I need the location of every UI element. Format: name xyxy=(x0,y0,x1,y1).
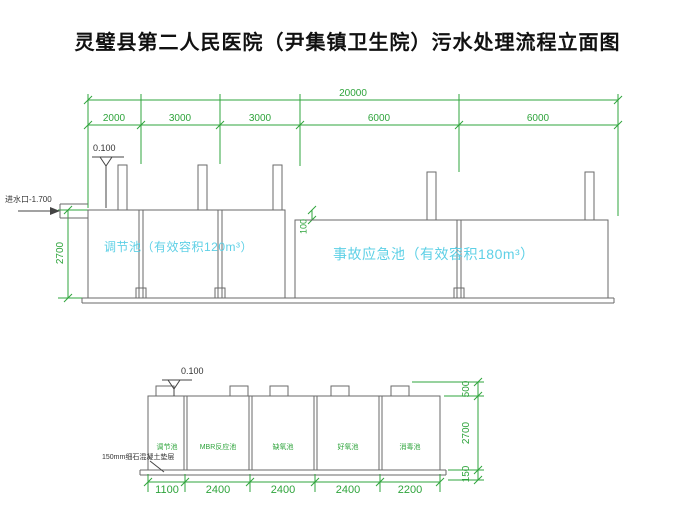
vent-stack xyxy=(426,171,437,221)
vent-stack xyxy=(197,164,208,211)
inlet-arrow-icon xyxy=(50,207,60,215)
vent-stack xyxy=(117,164,128,211)
top-dimension-lines xyxy=(58,94,623,303)
equipment-outline xyxy=(147,395,441,471)
bottom-annotations xyxy=(149,379,192,473)
dimension-label: 3000 xyxy=(168,113,192,124)
dimension-label: 2400 xyxy=(205,484,231,496)
bottom-dimension-lines xyxy=(143,377,484,492)
dimension-label: 6000 xyxy=(526,113,550,124)
drawing-title: 灵璧县第二人民医院（尹集镇卫生院）污水处理流程立面图 xyxy=(74,32,621,54)
dimension-label: 2700 xyxy=(461,421,472,445)
dimension-label-total: 20000 xyxy=(339,88,367,99)
compartment-label: 调节池 xyxy=(156,444,178,451)
compartment-label: 好氧池 xyxy=(337,444,359,451)
dimension-label-height: 2700 xyxy=(55,241,66,265)
dimension-label: 2000 xyxy=(102,113,126,124)
dimension-label: 1100 xyxy=(155,484,179,496)
compartment-label: 缺氧池 xyxy=(272,444,294,451)
vent-stack xyxy=(272,164,283,211)
cushion-note: 150mm细石混凝土垫层 xyxy=(102,454,175,461)
dimension-label: 150 xyxy=(461,465,472,483)
dimension-label: 2400 xyxy=(270,484,296,496)
dimension-label: 500 xyxy=(461,380,472,398)
dimension-label: 3000 xyxy=(248,113,272,124)
compartment-label: MBR反应池 xyxy=(199,444,237,451)
top-annotations xyxy=(18,156,124,215)
compartment-label: 消毒池 xyxy=(399,444,421,451)
top-tank-structure xyxy=(59,164,615,304)
dimension-label: 6000 xyxy=(367,113,391,124)
bottom-tank-structure xyxy=(139,385,447,476)
elevation-label: 0.100 xyxy=(181,366,204,376)
dimension-label: 2400 xyxy=(335,484,361,496)
elevation-marker-icon xyxy=(167,379,181,390)
dimension-label-offset: 100 xyxy=(298,218,309,235)
elevation-label: 0.100 xyxy=(93,143,116,153)
elevation-marker-icon xyxy=(99,156,113,167)
tank-left-label: 调节池（有效容积120m³） xyxy=(104,240,254,254)
dimension-label: 2200 xyxy=(397,484,423,496)
vent-stack xyxy=(584,171,595,221)
inlet-label: 进水口-1.700 xyxy=(5,195,52,204)
tank-right-label: 事故应急池（有效容积180m³） xyxy=(333,246,535,262)
